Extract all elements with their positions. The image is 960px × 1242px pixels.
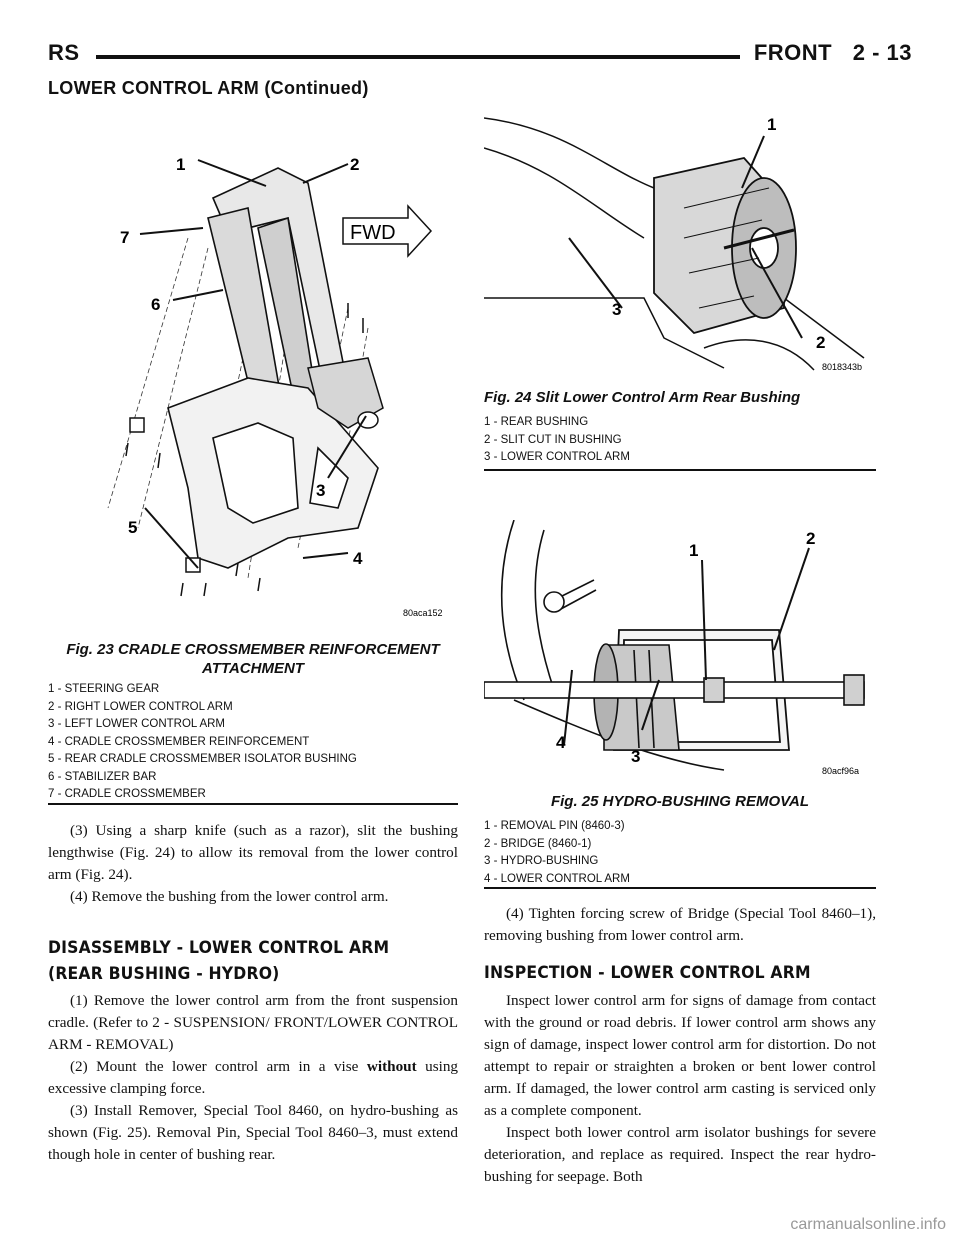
fig23-callout-7: 7: [120, 228, 129, 247]
fig23-illustration: FWD 1 2 3 4 5 6 7 80aca152: [48, 108, 458, 628]
paragraph: (1) Remove the lower control arm from th…: [48, 992, 458, 1053]
fig23-callout-6: 6: [151, 295, 160, 314]
watermark: carmanualsonline.info: [790, 1216, 946, 1233]
fig23-caption: Fig. 23 CRADLE CROSSMEMBER REINFORCEMENT…: [48, 640, 458, 678]
fig24-legend: 1 - REAR BUSHING 2 - SLIT CUT IN BUSHING…: [484, 414, 630, 467]
fig24-rule: [484, 469, 876, 471]
fig24-callout-1: 1: [767, 115, 776, 134]
fig23-legend-item: 6 - STABILIZER BAR: [48, 770, 157, 783]
fig25-callout-2: 2: [806, 529, 815, 548]
paragraph-vise: (2) Mount the lower control arm in a vis…: [48, 1058, 459, 1097]
right-text-top: (4) Tighten forcing screw of Bridge (Spe…: [484, 903, 876, 947]
fig23-legend-item: 7 - CRADLE CROSSMEMBER: [48, 788, 206, 800]
fig25-callout-1: 1: [689, 541, 698, 560]
header-model-code: RS: [48, 40, 80, 65]
fig25-legend-item: 2 - BRIDGE (8460-1): [484, 837, 592, 850]
fig24-illustration: 1 2 3 8018343b: [484, 108, 876, 376]
fig23-caption-line1: Fig. 23 CRADLE CROSSMEMBER REINFORCEMENT: [66, 641, 440, 658]
left-text-top: (3) Using a sharp knife (such as a razor…: [48, 820, 458, 908]
fig23-callout-2: 2: [350, 155, 359, 174]
fig25-rule: [484, 887, 876, 889]
fig25-caption: Fig. 25 HYDRO-BUSHING REMOVAL: [550, 793, 810, 810]
fig25-legend-item: 1 - REMOVAL PIN (8460-3): [484, 820, 625, 832]
fig24-callout-2: 2: [816, 333, 825, 352]
fig24-legend-item: 3 - LOWER CONTROL ARM: [484, 451, 630, 463]
fig25-legend-item: 4 - LOWER CONTROL ARM: [484, 872, 630, 885]
section-heading-inspection: INSPECTION - LOWER CONTROL ARM: [484, 963, 811, 983]
paragraph: (3) Install Remover, Special Tool 8460, …: [48, 1102, 458, 1163]
fig23-callout-4: 4: [353, 549, 363, 568]
section-heading-disassembly: DISASSEMBLY - LOWER CONTROL ARM (REAR BU…: [48, 935, 389, 987]
fwd-arrow-icon: FWD: [342, 204, 433, 258]
heading-line: (REAR BUSHING - HYDRO): [48, 964, 280, 984]
fig23-callout-5: 5: [128, 518, 137, 537]
fig24-legend-item: 2 - SLIT CUT IN BUSHING: [484, 433, 622, 446]
fig23-code: 80aca152: [403, 608, 443, 618]
header-section: FRONT: [753, 40, 833, 65]
fig23-legend-item: 2 - RIGHT LOWER CONTROL ARM: [48, 700, 233, 713]
fig25-code: 80acf96a: [822, 766, 859, 776]
fig23-callout-1: 1: [176, 155, 185, 174]
paragraph: (3) Using a sharp knife (such as a razor…: [48, 822, 458, 883]
paragraph: (4) Tighten forcing screw of Bridge (Spe…: [484, 905, 876, 944]
fig23-legend-item: 1 - STEERING GEAR: [48, 683, 160, 695]
fig23-caption-line2: ATTACHMENT: [202, 660, 304, 677]
fig24-legend-item: 1 - REAR BUSHING: [484, 416, 589, 428]
paragraph: Inspect lower control arm for signs of d…: [484, 992, 876, 1119]
fig23-legend-item: 4 - CRADLE CROSSMEMBER REINFORCEMENT: [48, 735, 310, 748]
right-text-bottom: Inspect lower control arm for signs of d…: [484, 990, 876, 1188]
fig24-code: 8018343b: [822, 362, 862, 372]
header-page-number: 2 - 13: [852, 40, 912, 65]
continued-title: LOWER CONTROL ARM (Continued): [48, 78, 369, 98]
fig23-legend: 1 - STEERING GEAR 2 - RIGHT LOWER CONTRO…: [48, 681, 357, 804]
fig24-caption: Fig. 24 Slit Lower Control Arm Rear Bush…: [484, 389, 801, 406]
heading-line: DISASSEMBLY - LOWER CONTROL ARM: [48, 938, 390, 958]
fig23-rule: [48, 803, 458, 805]
fig23-legend-item: 3 - LEFT LOWER CONTROL ARM: [48, 718, 225, 730]
fig25-legend: 1 - REMOVAL PIN (8460-3) 2 - BRIDGE (846…: [484, 818, 630, 888]
fig25-illustration: 1 2 3 4 80acf96a: [484, 520, 876, 780]
fig23-legend-item: 5 - REAR CRADLE CROSSMEMBER ISOLATOR BUS…: [48, 753, 357, 765]
header-right: FRONT 2 - 13: [740, 40, 912, 66]
fig25-legend-item: 3 - HYDRO-BUSHING: [484, 855, 599, 867]
left-text-bottom: (1) Remove the lower control arm from th…: [48, 990, 458, 1166]
fig25-callout-3: 3: [631, 747, 640, 766]
fig24-callout-3: 3: [612, 300, 621, 319]
header-rule: [96, 55, 740, 59]
paragraph: Inspect both lower control arm isolator …: [484, 1124, 876, 1185]
fig25-callout-4: 4: [556, 733, 566, 752]
paragraph: (4) Remove the bushing from the lower co…: [70, 888, 389, 905]
fig23-callout-3: 3: [316, 481, 325, 500]
fig23-fwd-label: FWD: [350, 222, 396, 244]
